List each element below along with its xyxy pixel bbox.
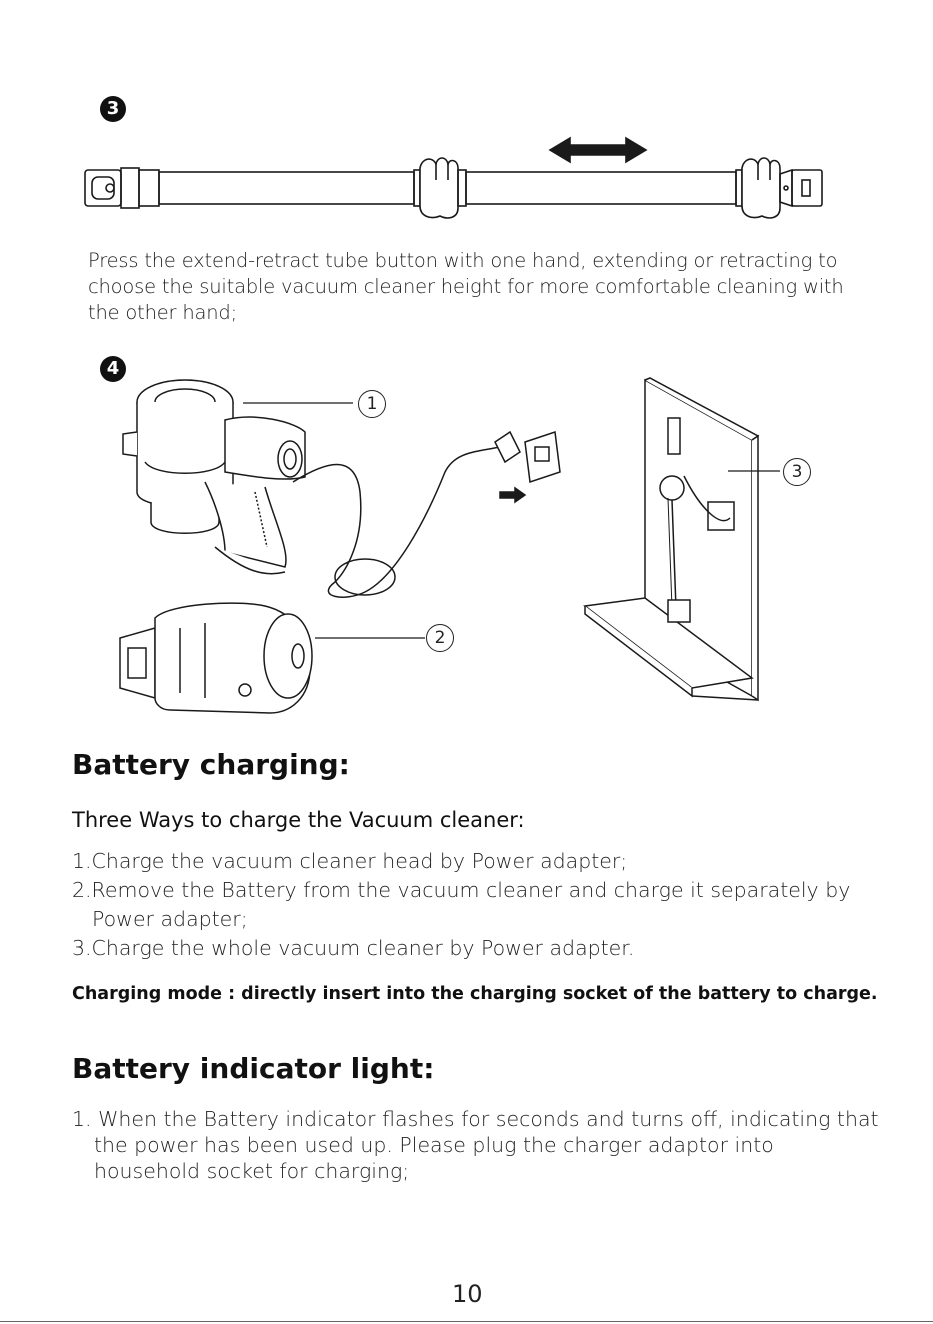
list-item: 3.Charge the whole vacuum cleaner by Pow…	[72, 936, 635, 960]
page-number: 10	[452, 1280, 483, 1308]
page-bottom-rule	[0, 1321, 933, 1322]
extension-tube-illustration	[84, 136, 823, 219]
list-item: 1. When the Battery indicator flashes fo…	[72, 1107, 879, 1183]
charging-ways-list: 1.Charge the vacuum cleaner head by Powe…	[72, 847, 872, 963]
vacuum-head-charging-illustration	[122, 379, 561, 598]
step-4-badge: 4	[100, 356, 126, 382]
charging-mode-note: Charging mode : directly insert into the…	[72, 984, 878, 1004]
list-item: 1.Charge the vacuum cleaner head by Powe…	[72, 849, 628, 873]
battery-indicator-list: 1. When the Battery indicator flashes fo…	[72, 1106, 882, 1184]
battery-charging-heading: Battery charging:	[72, 748, 350, 781]
charging-ways-subheading: Three Ways to charge the Vacuum cleaner:	[72, 808, 525, 832]
callout-2: 2	[426, 624, 454, 652]
list-item: 2.Remove the Battery from the vacuum cle…	[72, 878, 851, 931]
battery-indicator-heading: Battery indicator light:	[72, 1052, 435, 1085]
callout-1: 1	[358, 390, 386, 418]
step-3-instruction: Press the extend-retract tube button wit…	[88, 249, 844, 324]
battery-charging-illustration	[119, 602, 425, 714]
wall-mount-charging-illustration	[583, 377, 780, 702]
step-3-badge: 3	[100, 96, 126, 122]
callout-3: 3	[783, 458, 811, 486]
